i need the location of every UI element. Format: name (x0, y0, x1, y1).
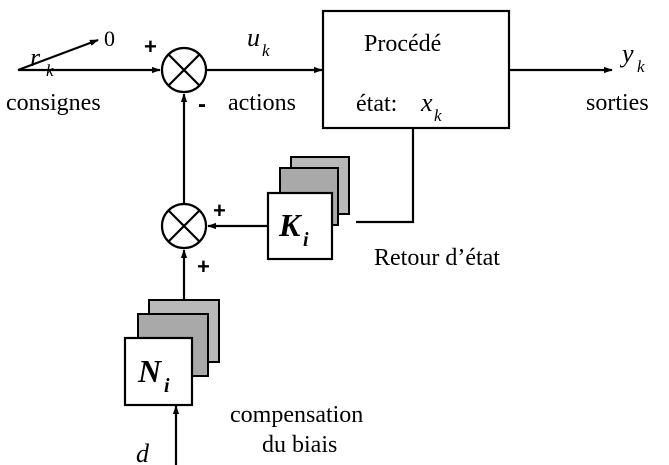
gain-block-N: N i compensation du biais (123, 299, 363, 458)
sum-bottom-plus-right: + (213, 198, 226, 223)
process-state-x-sub: k (434, 106, 442, 125)
sum-top-minus-sign: - (198, 91, 206, 118)
gain-N-caption-line1: compensation (230, 402, 363, 428)
input-signal: r k 0 consignes (6, 26, 161, 116)
control-label-u-sub: k (262, 41, 270, 60)
gain-K-sub: i (303, 229, 309, 251)
gain-block-K: K i Retour d’état (266, 156, 500, 271)
gain-K-symbol: K (278, 207, 303, 243)
gain-K-caption: Retour d’état (374, 245, 500, 271)
output-label-y-sub: k (637, 57, 645, 76)
state-feedback-line (356, 128, 415, 224)
control-label-u: u (247, 23, 260, 52)
output-caption: sorties (586, 90, 649, 116)
sum-top-plus-sign: + (144, 34, 157, 59)
sum-bottom-plus-bottom: + (197, 254, 210, 279)
gain-N-caption-line2: du biais (262, 432, 337, 458)
process-state-x: x (420, 88, 433, 117)
process-state-label: état: (356, 91, 397, 117)
disturbance-input: d (136, 405, 180, 465)
gain-N-sub: i (164, 375, 170, 397)
input-label-r: r (30, 43, 41, 72)
control-caption: actions (228, 90, 296, 116)
process-title: Procédé (364, 31, 441, 57)
disturbance-label: d (136, 439, 150, 465)
output-label-y: y (619, 39, 634, 68)
summing-junction-bottom: + + (160, 198, 226, 279)
process-block: Procédé état: x k (321, 9, 511, 130)
control-signal: u k actions (206, 23, 323, 116)
gain-N-symbol: N (137, 353, 163, 389)
summing-junction-top: + - (144, 34, 208, 118)
input-label-r-sub: k (46, 61, 54, 80)
output-signal: y k sorties (509, 39, 649, 116)
setpoint-slash-arrow (17, 38, 99, 72)
input-caption: consignes (6, 90, 101, 116)
input-label-zero: 0 (104, 26, 115, 51)
